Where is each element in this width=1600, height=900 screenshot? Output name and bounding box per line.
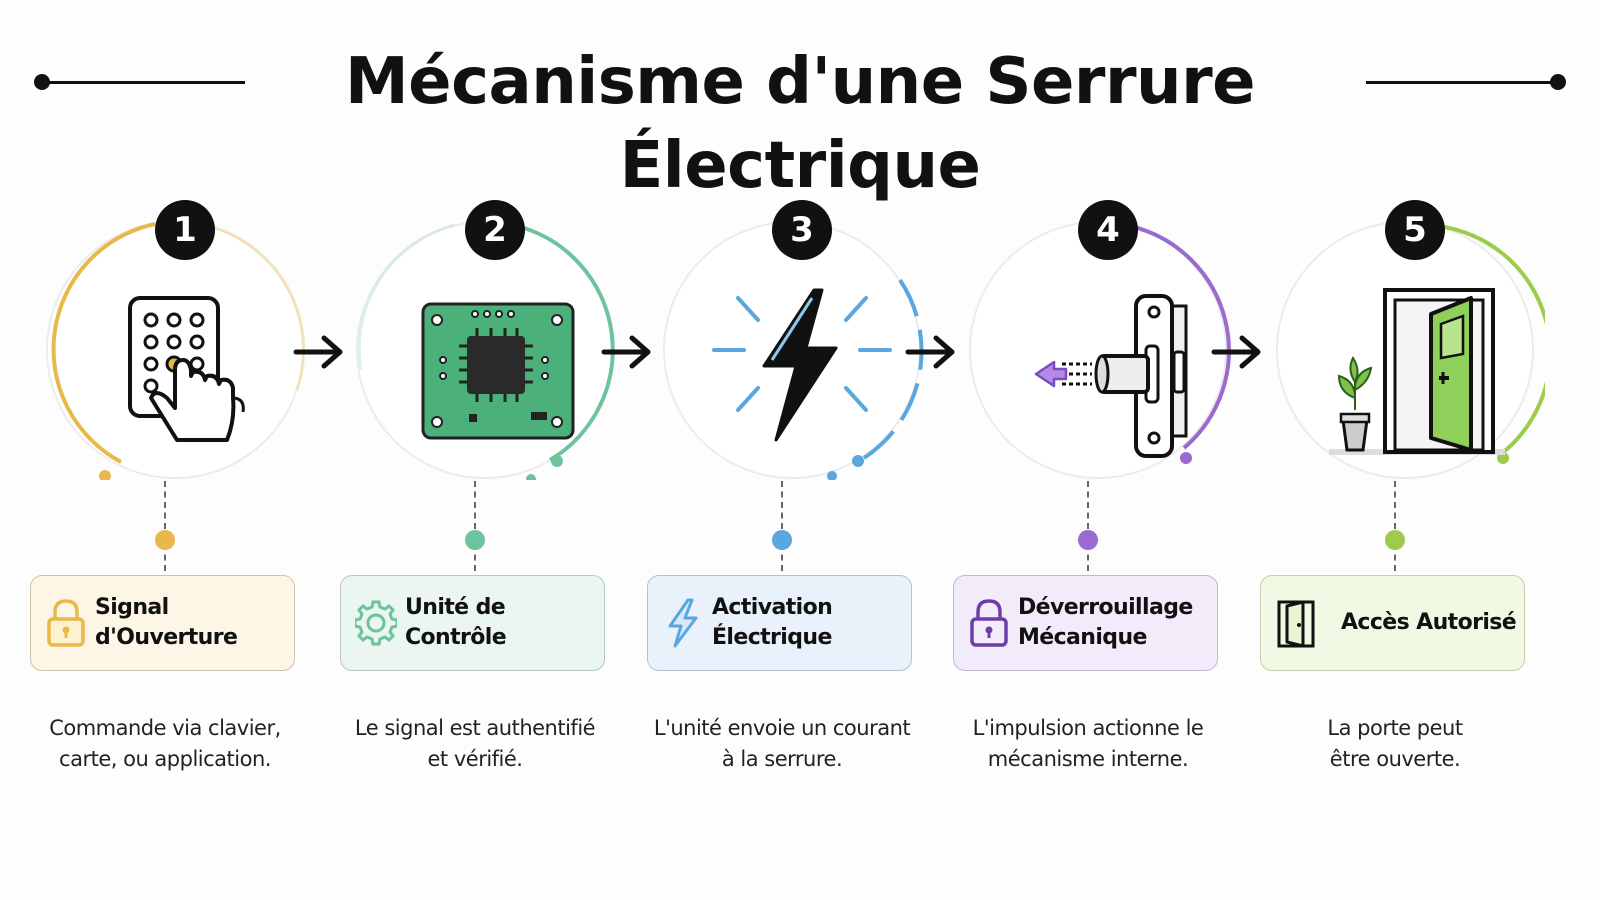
title-line-right bbox=[1366, 81, 1556, 84]
connector-line bbox=[1087, 481, 1089, 571]
step-2: 2 bbox=[325, 185, 625, 805]
step-number-badge: 4 bbox=[1078, 200, 1138, 260]
step-circle: 2 bbox=[345, 200, 625, 480]
step-circle: 5 bbox=[1265, 200, 1545, 480]
description-line: mécanisme interne. bbox=[987, 747, 1189, 771]
step-description: L'impulsion actionne le mécanisme intern… bbox=[938, 713, 1238, 775]
keypad-hand-icon bbox=[95, 280, 275, 460]
lock-bolt-icon bbox=[1018, 280, 1198, 460]
step-card: Déverrouillage Mécanique bbox=[953, 575, 1218, 671]
lightning-bolt-icon bbox=[712, 280, 892, 460]
connector-dot bbox=[465, 530, 485, 550]
card-title: Accès Autorisé bbox=[1341, 610, 1517, 635]
card-title: Activation Électrique bbox=[712, 595, 833, 650]
description-line: Le signal est authentifié bbox=[354, 716, 596, 740]
connector-line bbox=[164, 481, 166, 571]
step-4: 4 bbox=[938, 185, 1238, 805]
description-line: L'impulsion actionne le bbox=[972, 716, 1204, 740]
arrow-right-icon bbox=[905, 335, 955, 369]
card-title-line: Mécanique bbox=[1018, 625, 1147, 650]
connector-dot bbox=[1078, 530, 1098, 550]
title-line-left bbox=[42, 81, 245, 84]
title-row: Mécanisme d'une Serrure Électrique bbox=[0, 40, 1600, 203]
connector-dot bbox=[1385, 530, 1405, 550]
step-number-badge: 2 bbox=[465, 200, 525, 260]
step-card: Signal d'Ouverture bbox=[30, 575, 295, 671]
connector-line bbox=[474, 481, 476, 571]
diagram-title: Mécanisme d'une Serrure Électrique bbox=[344, 45, 1256, 203]
arrow-right-icon bbox=[1211, 335, 1261, 369]
title-dot-left bbox=[34, 74, 50, 90]
card-title: Signal d'Ouverture bbox=[95, 595, 238, 650]
step-description: La porte peut être ouverte. bbox=[1245, 713, 1545, 775]
padlock-icon bbox=[968, 598, 1010, 648]
card-title: Unité de Contrôle bbox=[405, 595, 507, 650]
circuit-board-icon bbox=[405, 280, 585, 460]
step-5: 5 Accès Autorisé bbox=[1245, 185, 1545, 805]
step-circle: 3 bbox=[652, 200, 932, 480]
step-circle: 1 bbox=[35, 200, 315, 480]
card-title-line: Déverrouillage bbox=[1018, 595, 1193, 620]
step-number-badge: 1 bbox=[155, 200, 215, 260]
card-title: Déverrouillage Mécanique bbox=[1018, 593, 1193, 653]
step-card: Unité de Contrôle bbox=[340, 575, 605, 671]
step-circle: 4 bbox=[958, 200, 1238, 480]
description-line: carte, ou application. bbox=[59, 747, 271, 771]
step-number-badge: 3 bbox=[772, 200, 832, 260]
step-card: Accès Autorisé bbox=[1260, 575, 1525, 671]
description-line: à la serrure. bbox=[721, 747, 843, 771]
gear-icon bbox=[353, 598, 399, 648]
description-line: La porte peut bbox=[1327, 716, 1463, 740]
connector-dot bbox=[155, 530, 175, 550]
step-description: L'unité envoie un courant à la serrure. bbox=[632, 713, 932, 775]
description-line: L'unité envoie un courant bbox=[653, 716, 911, 740]
step-1: 1 Signal d' bbox=[15, 185, 315, 805]
description-line: être ouverte. bbox=[1329, 747, 1461, 771]
connector-dot bbox=[772, 530, 792, 550]
padlock-icon bbox=[45, 598, 87, 648]
arrow-right-icon bbox=[601, 335, 651, 369]
step-number-badge: 5 bbox=[1385, 200, 1445, 260]
step-description: Commande via clavier, carte, ou applicat… bbox=[15, 713, 315, 775]
connector-line bbox=[781, 481, 783, 571]
arrow-right-icon bbox=[293, 335, 343, 369]
step-description: Le signal est authentifié et vérifié. bbox=[325, 713, 625, 775]
description-line: et vérifié. bbox=[427, 747, 523, 771]
step-3: 3 Activation Électrique L'unité envoie u… bbox=[632, 185, 932, 805]
open-door-icon bbox=[1325, 280, 1505, 460]
door-icon bbox=[1275, 598, 1317, 648]
step-card: Activation Électrique bbox=[647, 575, 912, 671]
title-dot-right bbox=[1550, 74, 1566, 90]
lightning-icon bbox=[662, 598, 704, 648]
description-line: Commande via clavier, bbox=[49, 716, 281, 740]
connector-line bbox=[1394, 481, 1396, 571]
